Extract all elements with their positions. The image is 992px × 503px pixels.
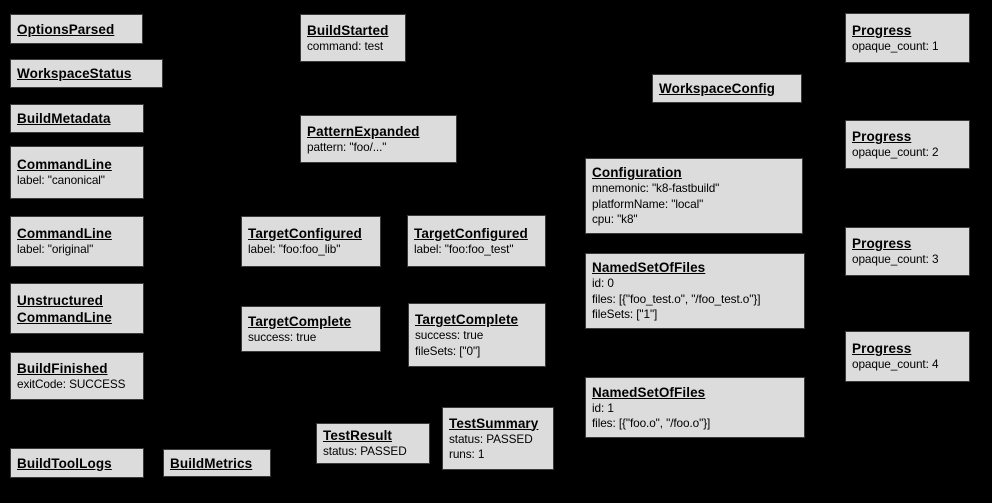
node-unstructured-command-line-title: CommandLine [17, 309, 112, 325]
node-target-complete-foo-test-title: TargetComplete [415, 312, 519, 327]
node-target-configured-foo-test-title: TargetConfigured [414, 225, 528, 241]
node-progress-1-attribute: opaque_count: 1 [852, 38, 939, 53]
node-progress-4-attribute: opaque_count: 4 [852, 357, 939, 372]
node-workspace-status: WorkspaceStatus [10, 59, 163, 88]
node-target-complete-foo-test-attribute: fileSets: ["0"] [415, 343, 481, 358]
node-workspace-config: WorkspaceConfig [652, 74, 802, 103]
node-target-configured-foo-lib-title: TargetConfigured [248, 226, 362, 242]
node-unstructured-command-line-title: Unstructured [17, 292, 103, 308]
node-progress-4-title: Progress [852, 341, 912, 357]
node-named-set-of-files-1-attribute: files: [{"foo.o", "/foo.o"}] [592, 416, 711, 430]
node-progress-3-title: Progress [852, 236, 912, 252]
node-target-complete-foo-test-attribute: success: true [415, 328, 484, 342]
node-command-line-original-title: CommandLine [17, 226, 112, 242]
node-build-metrics-title: BuildMetrics [170, 455, 253, 471]
node-build-metadata-title: BuildMetadata [17, 111, 111, 126]
node-options-parsed: OptionsParsed [10, 14, 143, 44]
node-target-configured-foo-test-attribute: label: "foo:foo_test" [414, 241, 514, 256]
node-named-set-of-files-0-attribute: fileSets: ["1"] [592, 307, 658, 322]
node-test-result-attribute: status: PASSED [323, 444, 407, 459]
node-build-finished-title: BuildFinished [17, 360, 108, 376]
node-build-metrics: BuildMetrics [163, 449, 271, 477]
node-pattern-expanded-title: PatternExpanded [307, 123, 420, 139]
node-configuration-attribute: platformName: "local" [592, 196, 704, 211]
node-build-finished-attribute: exitCode: SUCCESS [17, 376, 126, 391]
node-test-summary-title: TestSummary [449, 415, 539, 431]
node-command-line-canonical-attribute: label: "canonical" [17, 173, 105, 188]
node-build-metadata: BuildMetadata [10, 104, 144, 133]
node-progress-1-title: Progress [852, 22, 912, 38]
node-build-started-title: BuildStarted [307, 22, 389, 38]
node-target-configured-foo-lib-attribute: label: "foo:foo_lib" [248, 242, 341, 257]
node-test-summary-attribute: runs: 1 [449, 447, 485, 461]
node-test-summary-attribute: status: PASSED [449, 431, 533, 446]
node-test-result-title: TestResult [323, 428, 393, 444]
node-target-complete-foo-lib-attribute: success: true [248, 329, 317, 344]
node-named-set-of-files-0-attribute: id: 0 [592, 276, 614, 291]
node-configuration-attribute: mnemonic: "k8-fastbuild" [592, 181, 720, 196]
node-progress-3-attribute: opaque_count: 3 [852, 252, 939, 267]
node-build-tool-logs: BuildToolLogs [10, 448, 144, 478]
node-progress-2-attribute: opaque_count: 2 [852, 145, 939, 160]
node-pattern-expanded-attribute: pattern: "foo/..." [307, 139, 387, 154]
node-build-started-attribute: command: test [307, 38, 384, 53]
node-workspace-status-title: WorkspaceStatus [17, 66, 132, 81]
node-options-parsed-title: OptionsParsed [17, 21, 115, 37]
node-named-set-of-files-1-title: NamedSetOfFiles [592, 384, 706, 400]
node-named-set-of-files-0-title: NamedSetOfFiles [592, 260, 706, 276]
node-configuration-attribute: cpu: "k8" [592, 212, 638, 227]
node-configuration-title: Configuration [592, 165, 682, 181]
node-named-set-of-files-1-attribute: id: 1 [592, 400, 614, 415]
node-workspace-config-title: WorkspaceConfig [659, 81, 776, 96]
node-build-tool-logs-title: BuildToolLogs [17, 455, 112, 471]
node-progress-2-title: Progress [852, 129, 912, 145]
node-command-line-canonical-title: CommandLine [17, 157, 112, 173]
node-named-set-of-files-0-attribute: files: [{"foo_test.o", "/foo_test.o"}] [592, 291, 761, 306]
node-target-complete-foo-lib-title: TargetComplete [248, 313, 352, 329]
node-command-line-original-attribute: label: "original" [17, 242, 94, 257]
